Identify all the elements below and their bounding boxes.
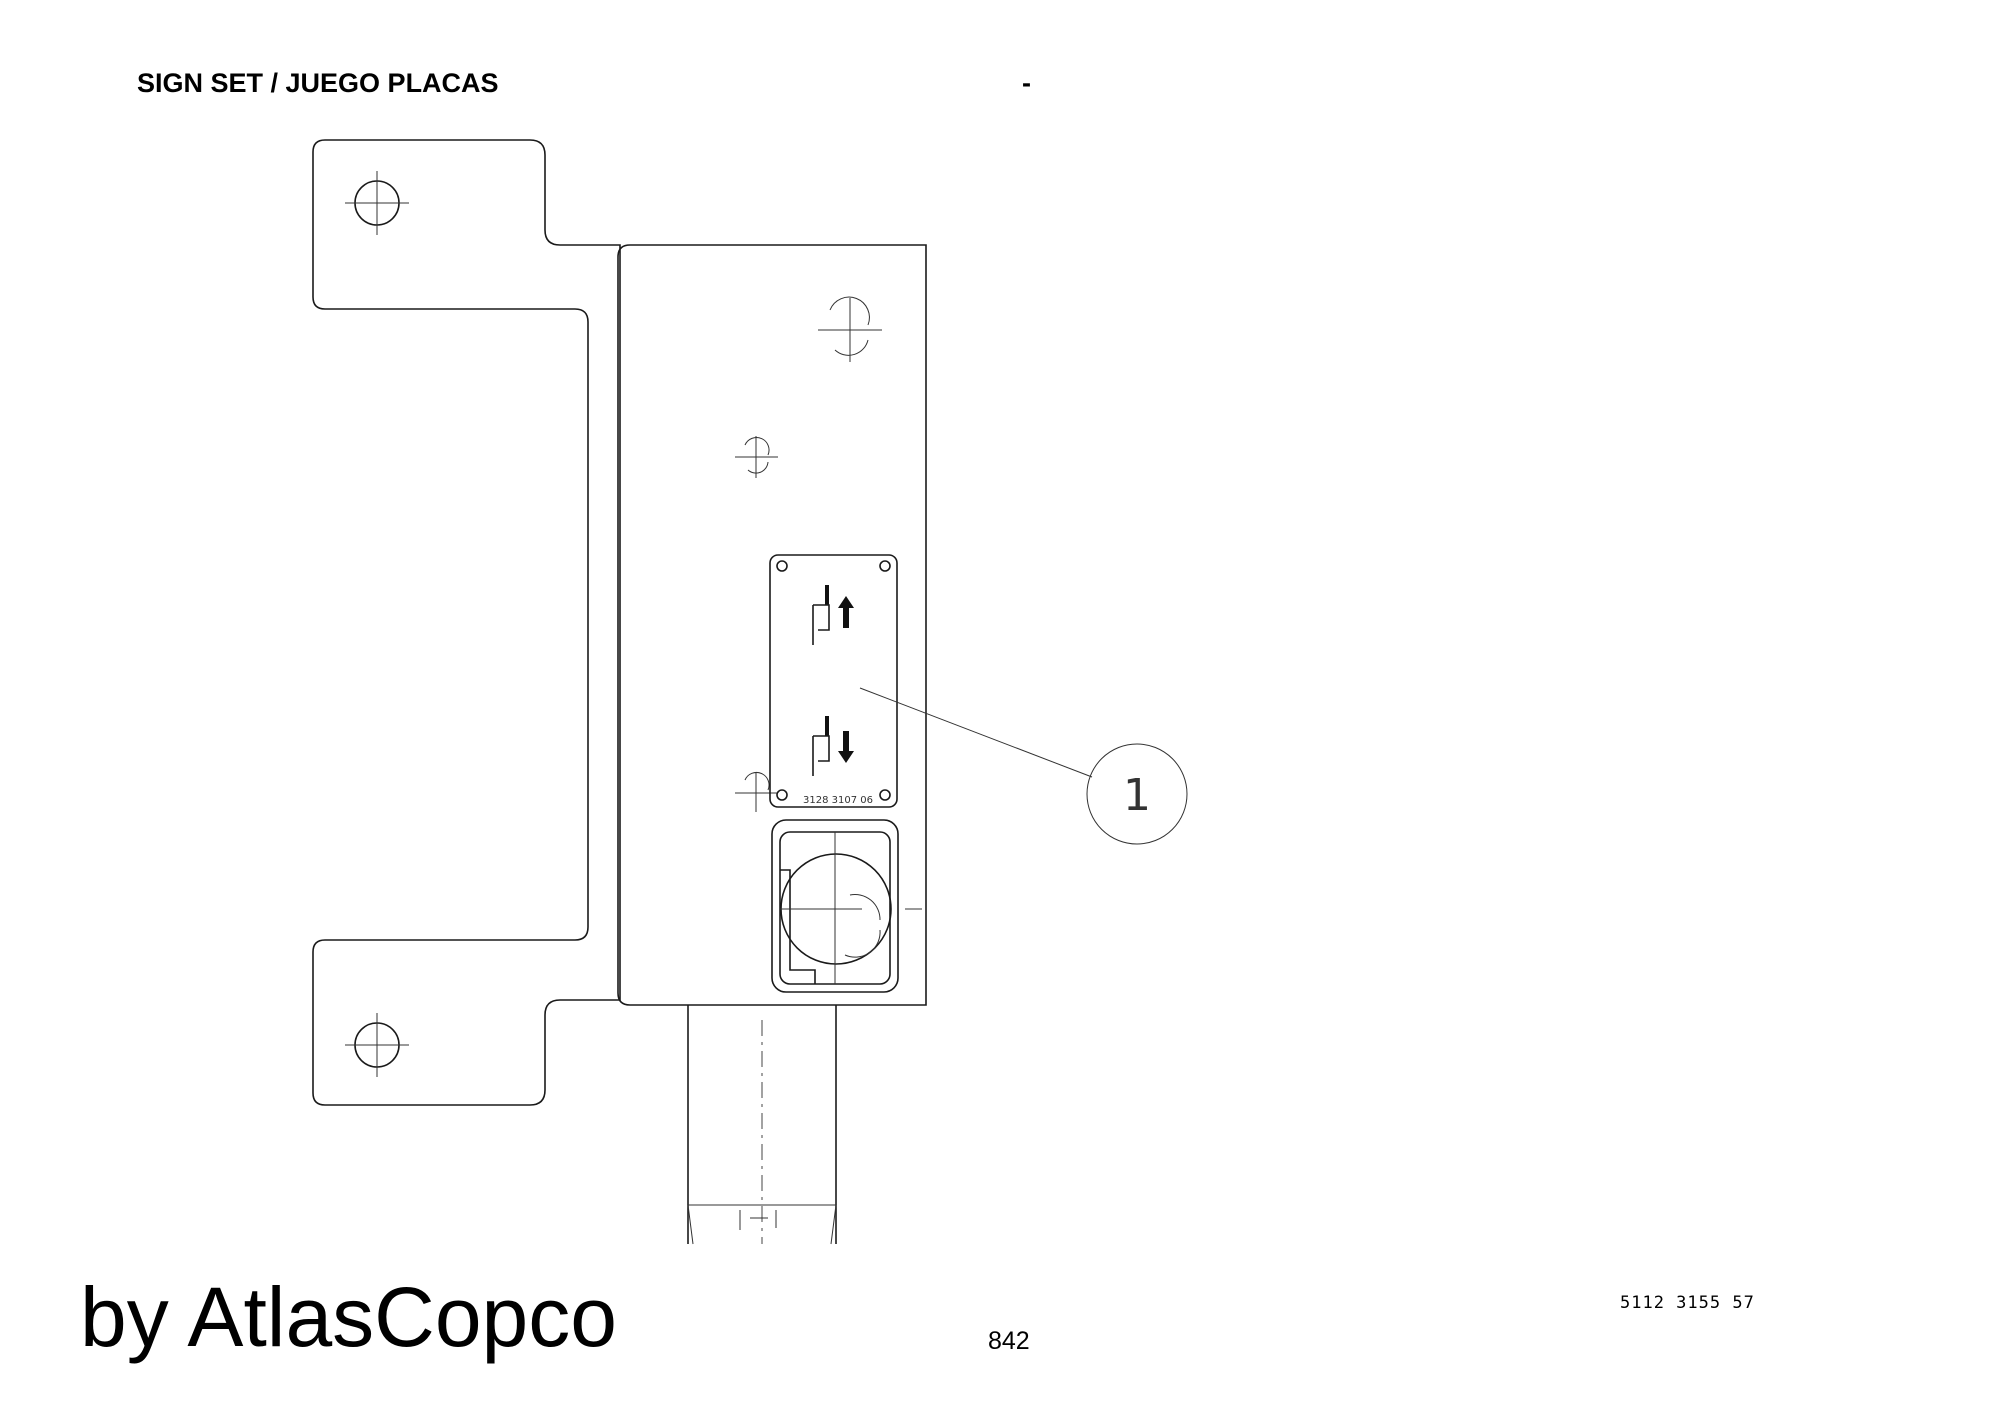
page-number: 842 xyxy=(988,1327,1030,1355)
page-title: SIGN SET / JUEGO PLACAS xyxy=(137,68,499,98)
callout-circle xyxy=(1086,743,1188,845)
lever-down-icon xyxy=(812,716,854,776)
mounting-hole-bottom xyxy=(345,1013,409,1077)
header-dash: - xyxy=(1022,68,1031,98)
center-mark-3 xyxy=(735,771,778,812)
center-mark-2 xyxy=(735,436,778,478)
lever-shaft xyxy=(687,1005,837,1245)
control-panel-body xyxy=(617,244,927,1006)
lever-up-icon xyxy=(812,585,854,645)
mounting-hole-top xyxy=(345,171,409,235)
center-mark-1 xyxy=(818,296,882,362)
brand-logo-text: by AtlasCopco xyxy=(80,1270,617,1364)
callout-number: 1 xyxy=(1123,770,1151,821)
sign-part-number: 3128 3107 06 xyxy=(803,795,873,806)
sign-plate: 3128 3107 06 xyxy=(769,554,898,808)
part-number: 5112 3155 57 xyxy=(1620,1293,1755,1313)
callout-leader xyxy=(859,687,1093,778)
mounting-bracket xyxy=(312,139,621,1106)
lever-housing xyxy=(771,819,922,993)
